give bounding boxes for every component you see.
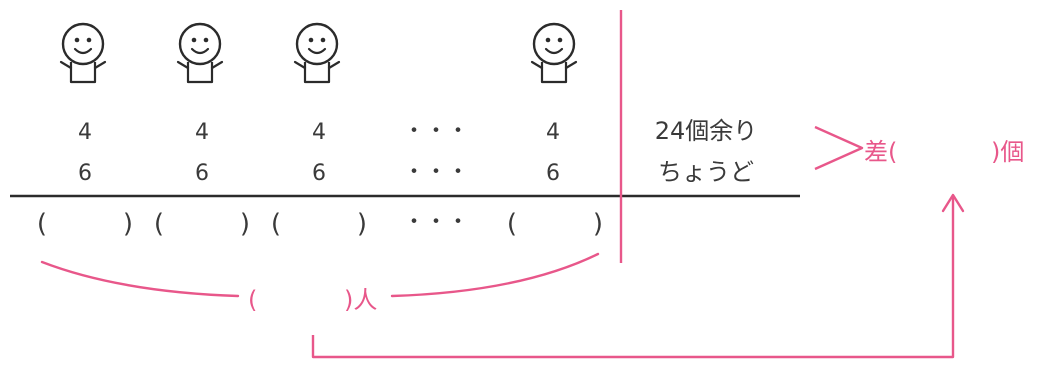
people-open: ( bbox=[248, 286, 257, 314]
blank-close-4: ) bbox=[593, 209, 603, 239]
row1-value-2: 4 bbox=[195, 120, 209, 145]
smiley-person-icon bbox=[61, 24, 105, 82]
blank-open-4: ( bbox=[507, 209, 517, 239]
blank-open-1: ( bbox=[37, 209, 47, 239]
people-suffix: )人 bbox=[344, 286, 377, 314]
blank-close-1: ) bbox=[123, 209, 133, 239]
row1-value-4: 4 bbox=[546, 120, 560, 145]
people-curve-right bbox=[392, 254, 598, 296]
row3-dots: ・・・ bbox=[403, 210, 469, 235]
row2-value-3: 6 bbox=[312, 161, 326, 186]
row1-remainder: 24個余り bbox=[655, 117, 758, 145]
people-curve-left bbox=[42, 262, 238, 296]
row2-dots: ・・・ bbox=[403, 160, 469, 185]
smiley-person-icon bbox=[178, 24, 222, 82]
difference-suffix: )個 bbox=[991, 138, 1024, 166]
smiley-person-icon bbox=[532, 24, 576, 82]
row2-value-1: 6 bbox=[78, 161, 92, 186]
blank-open-2: ( bbox=[154, 209, 164, 239]
difference-brace bbox=[815, 127, 862, 169]
blank-open-3: ( bbox=[271, 209, 281, 239]
row1-value-1: 4 bbox=[78, 120, 92, 145]
smiley-person-icon bbox=[295, 24, 339, 82]
row2-exact: ちょうど bbox=[658, 158, 754, 186]
row2-value-2: 6 bbox=[195, 161, 209, 186]
row2-value-4: 6 bbox=[546, 161, 560, 186]
row1-dots: ・・・ bbox=[403, 119, 469, 144]
difference-prefix: 差( bbox=[864, 138, 897, 166]
blank-close-3: ) bbox=[357, 209, 367, 239]
row1-value-3: 4 bbox=[312, 120, 326, 145]
blank-close-2: ) bbox=[240, 209, 250, 239]
